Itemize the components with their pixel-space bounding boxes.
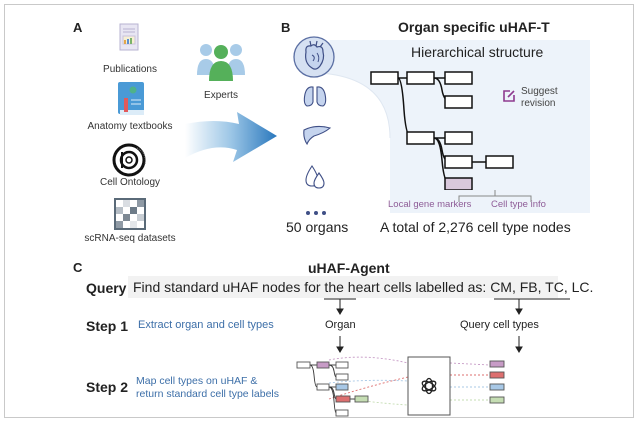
tree-node <box>406 131 435 145</box>
mini-tree-node <box>316 383 330 391</box>
organs-count-label: 50 organs <box>286 219 349 235</box>
mini-tree-node-tc <box>335 383 349 391</box>
tree-node-highlighted <box>444 177 473 191</box>
scrna-seq-matrix-icon <box>114 198 146 235</box>
hierarchy-title: Hierarchical structure <box>411 44 544 60</box>
anatomy-textbook-icon <box>116 80 146 123</box>
local-gene-markers-label: Local gene markers <box>388 199 472 210</box>
step1-label: Step 1 <box>86 318 129 334</box>
source-label: Anatomy textbooks <box>87 121 173 132</box>
mini-tree-node <box>335 373 349 381</box>
source-label: scRNA-seq datasets <box>84 233 176 244</box>
openai-logo-icon <box>421 377 437 395</box>
suggest-line2: revision <box>521 98 556 109</box>
tree-node <box>444 131 473 145</box>
llm-box <box>407 356 451 416</box>
output-cell-type-lc <box>489 396 505 404</box>
output-cell-type-tc <box>489 383 505 391</box>
output-cell-type-fb <box>489 371 505 379</box>
suggest-revision-label[interactable]: Suggest revision <box>521 86 558 110</box>
panel-b-title: Organ specific uHAF-T <box>398 19 550 35</box>
mini-tree-node <box>335 409 349 417</box>
experts-icon <box>197 41 245 86</box>
mini-tree-node-cm <box>316 361 330 369</box>
source-label: Cell Ontology <box>99 177 161 188</box>
tree-node <box>444 71 473 85</box>
query-text: Find standard uHAF nodes for the heart c… <box>133 279 594 295</box>
source-label: Publications <box>103 64 157 75</box>
heart-icon[interactable] <box>292 35 336 84</box>
total-nodes-label: A total of 2,276 cell type nodes <box>380 219 571 235</box>
query-box[interactable] <box>128 276 558 298</box>
mapping-line <box>328 356 409 364</box>
suggest-line1: Suggest <box>521 86 558 97</box>
mapping-diagram <box>295 355 535 424</box>
step1-text: Extract organ and cell types <box>138 319 274 331</box>
step2-line2: return standard cell type labels <box>136 388 279 400</box>
mini-tree-node <box>335 361 349 369</box>
organ-label: Organ <box>325 319 356 331</box>
mini-tree-node-fb <box>335 395 351 403</box>
panel-c-label: C <box>73 260 83 275</box>
cell-type-info-label: Cell type info <box>491 199 546 210</box>
tree-node <box>444 95 473 109</box>
more-organs-icon <box>305 203 327 221</box>
query-cell-types-label: Query cell types <box>460 319 539 331</box>
mini-tree-node <box>296 361 311 369</box>
hierarchy-tree <box>370 60 550 195</box>
tree-node <box>406 71 435 85</box>
lungs-icon[interactable] <box>302 84 328 113</box>
step2-line1: Map cell types on uHAF & <box>136 375 258 387</box>
mini-tree-node-lc <box>354 395 369 403</box>
liver-icon[interactable] <box>302 124 332 151</box>
panel-a-label: A <box>73 20 83 35</box>
mapping-line <box>328 379 409 384</box>
publications-icon <box>117 22 141 57</box>
cell-ontology-icon <box>111 142 149 183</box>
drops-icon[interactable] <box>303 164 327 195</box>
tree-node <box>444 155 473 169</box>
step2-label: Step 2 <box>86 379 129 395</box>
panel-c-title: uHAF-Agent <box>308 260 390 276</box>
mapping-line <box>328 376 409 400</box>
step2-text: Map cell types on uHAF & return standard… <box>136 375 279 401</box>
tree-node <box>485 155 514 169</box>
tree-edge <box>397 77 413 139</box>
flow-arrow-icon <box>185 110 277 173</box>
figure-frame <box>4 4 634 418</box>
panel-b-label: B <box>281 20 291 35</box>
output-cell-type-cm <box>489 360 505 368</box>
node-info-bracket <box>440 190 550 209</box>
experts-label: Experts <box>204 90 238 101</box>
query-label: Query <box>86 280 127 296</box>
suggest-revision-icon[interactable] <box>502 89 516 108</box>
query-extraction-arrows <box>320 298 584 383</box>
mapping-line <box>352 398 409 406</box>
tree-node <box>370 71 399 85</box>
mapping-line <box>449 362 491 366</box>
